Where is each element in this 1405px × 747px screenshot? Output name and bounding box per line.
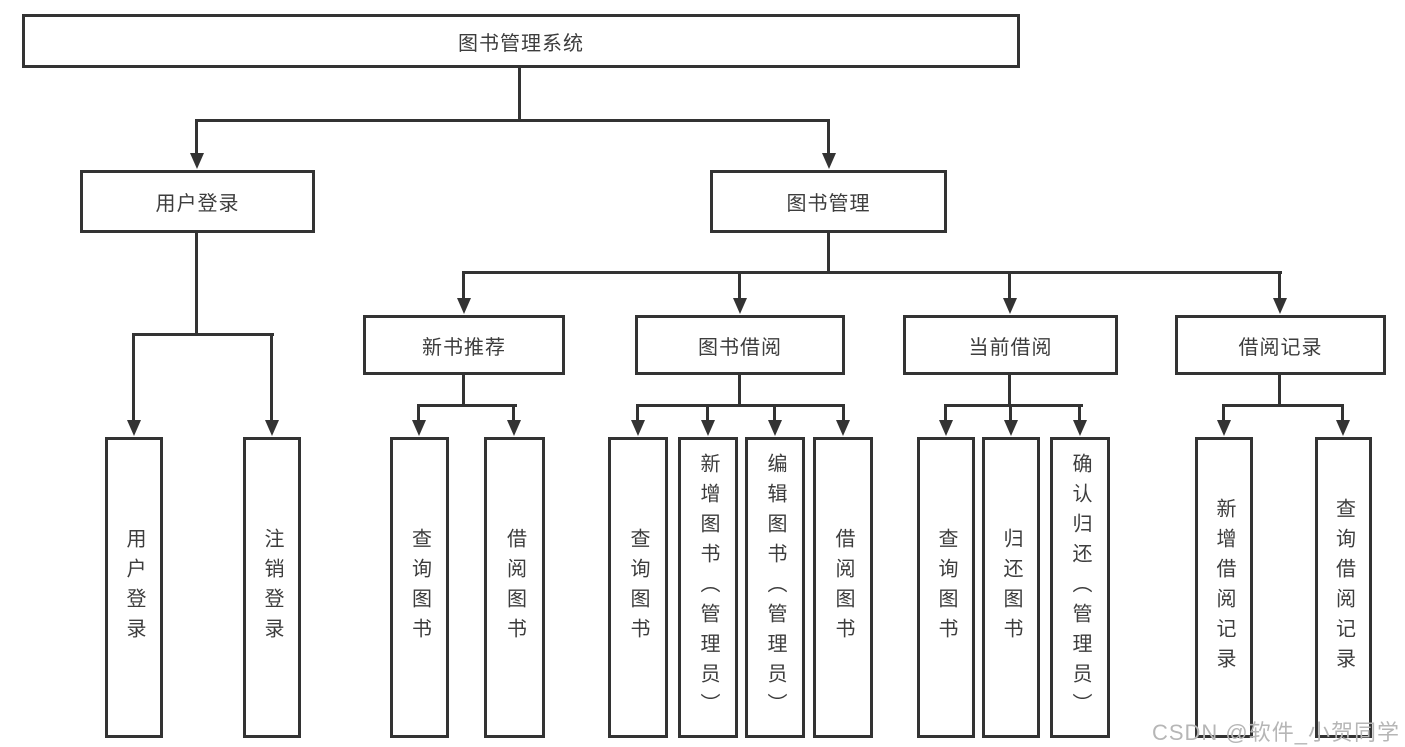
connector-line	[196, 119, 830, 122]
arrow-down-icon	[822, 153, 836, 169]
watermark: CSDN @软件_小贺同学	[1151, 720, 1400, 745]
connector-line	[738, 271, 741, 299]
connector-line	[1222, 404, 1344, 407]
connector-line	[636, 404, 639, 422]
connector-line	[827, 233, 830, 274]
connector-line	[462, 271, 1282, 274]
node-new-book-recommend: 新书推荐	[363, 315, 565, 375]
node-root: 图书管理系统	[22, 14, 1020, 68]
connector-line	[773, 404, 776, 422]
arrow-down-icon	[127, 420, 141, 436]
connector-line	[132, 333, 135, 422]
connector-line	[518, 68, 521, 120]
node-borrow-records: 借阅记录	[1175, 315, 1386, 375]
connector-line	[195, 233, 198, 336]
arrow-down-icon	[412, 420, 426, 436]
connector-line	[1009, 404, 1012, 422]
arrow-down-icon	[1073, 420, 1087, 436]
connector-line	[1278, 271, 1281, 299]
connector-line	[1078, 404, 1081, 422]
node-current-borrow: 当前借阅	[903, 315, 1118, 375]
connector-line	[417, 404, 420, 422]
connector-line	[512, 404, 515, 422]
leaf-add-borrow-record: 新增借阅记录	[1195, 437, 1253, 738]
connector-line	[417, 404, 517, 407]
leaf-borrow-books: 借阅图书	[813, 437, 873, 738]
arrow-down-icon	[733, 298, 747, 314]
arrow-down-icon	[939, 420, 953, 436]
arrow-down-icon	[190, 153, 204, 169]
connector-line	[1008, 271, 1011, 299]
connector-line	[636, 404, 845, 407]
leaf-query-borrow-record: 查询借阅记录	[1315, 437, 1372, 738]
connector-line	[738, 375, 741, 407]
leaf-confirm-return-admin: 确认归还（管理员）	[1050, 437, 1110, 738]
connector-line	[827, 119, 830, 155]
connector-line	[462, 375, 465, 407]
leaf-query-books-borrow: 查询图书	[608, 437, 668, 738]
arrow-down-icon	[836, 420, 850, 436]
leaf-query-books-current: 查询图书	[917, 437, 975, 738]
arrow-down-icon	[1336, 420, 1350, 436]
node-user-login: 用户登录	[80, 170, 315, 233]
arrow-down-icon	[265, 420, 279, 436]
arrow-down-icon	[1217, 420, 1231, 436]
leaf-return-books: 归还图书	[982, 437, 1040, 738]
connector-line	[706, 404, 709, 422]
connector-line	[1222, 404, 1225, 422]
connector-line	[1341, 404, 1344, 422]
leaf-user-login: 用户登录	[105, 437, 163, 738]
connector-line	[1008, 375, 1011, 407]
arrow-down-icon	[457, 298, 471, 314]
arrow-down-icon	[768, 420, 782, 436]
leaf-borrow-books-recommend: 借阅图书	[484, 437, 545, 738]
leaf-add-books-admin: 新增图书（管理员）	[678, 437, 738, 738]
connector-line	[944, 404, 1083, 407]
connector-line	[195, 119, 198, 155]
arrow-down-icon	[631, 420, 645, 436]
arrow-down-icon	[1273, 298, 1287, 314]
arrow-down-icon	[701, 420, 715, 436]
connector-line	[270, 333, 273, 422]
arrow-down-icon	[1003, 298, 1017, 314]
connector-line	[1278, 375, 1281, 407]
connector-line	[132, 333, 274, 336]
connector-line	[462, 271, 465, 299]
node-book-management: 图书管理	[710, 170, 947, 233]
connector-line	[944, 404, 947, 422]
arrow-down-icon	[507, 420, 521, 436]
arrow-down-icon	[1004, 420, 1018, 436]
connector-line	[842, 404, 845, 422]
leaf-logout: 注销登录	[243, 437, 301, 738]
leaf-edit-books-admin: 编辑图书（管理员）	[745, 437, 805, 738]
leaf-query-books-recommend: 查询图书	[390, 437, 449, 738]
node-book-borrow: 图书借阅	[635, 315, 845, 375]
